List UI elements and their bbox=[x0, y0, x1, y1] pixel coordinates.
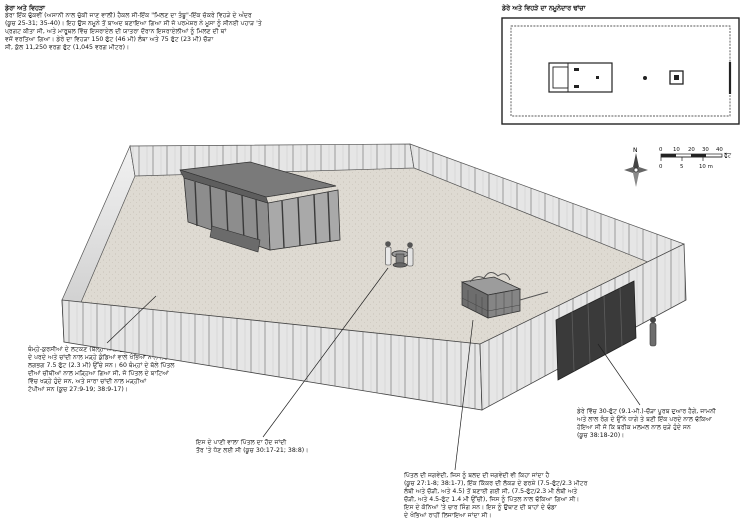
scale-meter-label: 5 bbox=[680, 164, 683, 170]
scale-meter-label: 10 m bbox=[699, 164, 713, 170]
scale-label: 20 bbox=[688, 147, 695, 153]
plan-table bbox=[574, 68, 579, 71]
scale-label: 30 bbox=[702, 147, 709, 153]
compass-north-label: N bbox=[633, 147, 638, 154]
compass-rose-icon bbox=[624, 153, 648, 187]
worshipper-figure bbox=[650, 317, 656, 346]
scale-label: 0 bbox=[659, 147, 663, 153]
floor-plan bbox=[502, 18, 739, 124]
plan-lampstand bbox=[574, 85, 579, 88]
priest-figure bbox=[385, 241, 391, 265]
plan-incense-altar bbox=[596, 76, 599, 79]
priest-figure bbox=[407, 242, 413, 266]
scale-unit-feet: ਫੁੱਟ bbox=[723, 152, 732, 159]
scale-meter-label: 0 bbox=[659, 164, 663, 170]
scale-bar bbox=[661, 154, 722, 161]
scale-label: 40 bbox=[716, 147, 723, 153]
plan-court-outer bbox=[502, 18, 739, 124]
scale-label: 10 bbox=[673, 147, 680, 153]
plan-laver bbox=[643, 76, 647, 80]
